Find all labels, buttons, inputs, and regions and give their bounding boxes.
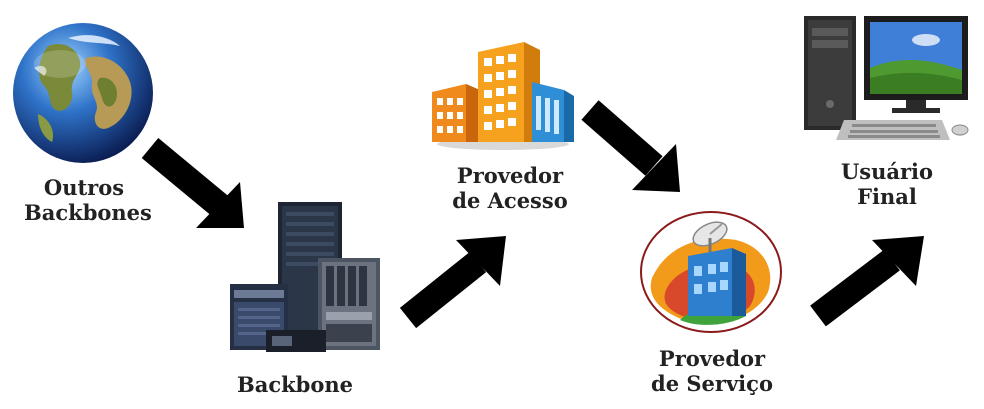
backbone-label: Backbone <box>236 372 353 397</box>
arrow-servico-to-usuario <box>810 236 924 327</box>
globe-icon <box>13 23 153 163</box>
usuario-final-label: Usuário Final <box>840 159 934 209</box>
buildings-icon <box>432 42 574 150</box>
server-rack-icon <box>230 202 380 352</box>
provedor-acesso-label: Provedor de Acesso <box>452 163 568 213</box>
outros-backbones-label: Outros Backbones <box>24 175 152 225</box>
provedor-servico-label: Provedor de Serviço <box>651 346 773 396</box>
arrow-backbone-to-acesso <box>399 236 506 329</box>
arrow-globe-to-backbone <box>141 138 244 228</box>
desktop-computer-icon <box>804 16 969 140</box>
arrow-acesso-to-servico <box>581 100 680 192</box>
service-building-icon <box>640 211 782 333</box>
